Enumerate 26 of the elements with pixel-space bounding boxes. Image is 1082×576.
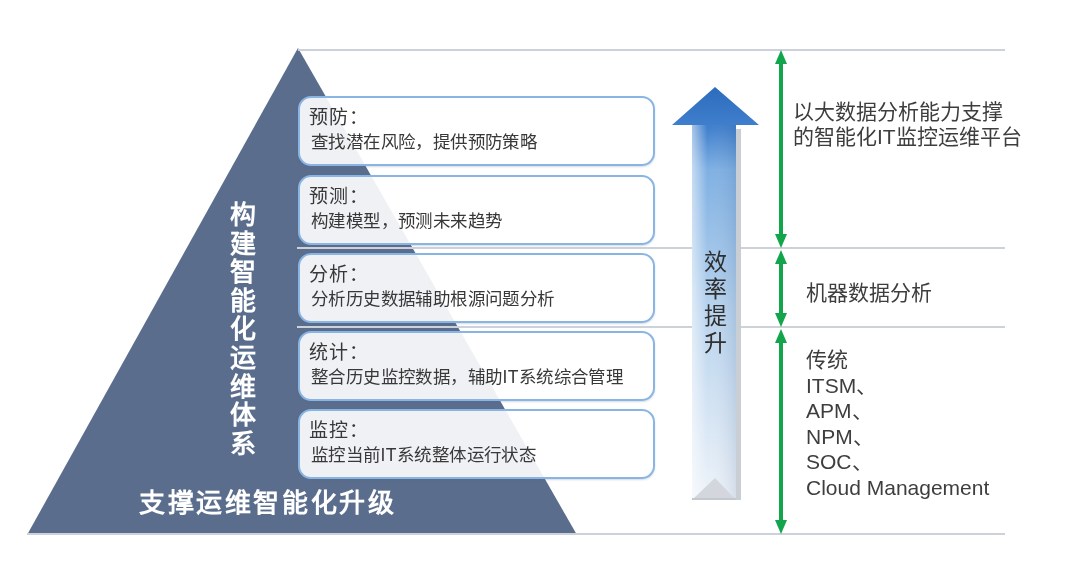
layer-heading: 预防： [309,106,369,130]
side-text: 以大数据分析能力支撑的智能化IT监控运维平台 [793,99,1023,149]
side-text: 机器数据分析 [806,280,932,305]
layer-box [298,331,655,401]
layer-box [298,175,655,245]
layer-description: 查找潜在风险，提供预防策略 [310,131,538,154]
layer-description: 分析历史数据辅助根源问题分析 [310,288,555,311]
layer-heading: 监控： [309,419,369,443]
side-text: 传统 [806,347,848,372]
pyramid-caption: 支撑运维智能化升级 [139,488,397,518]
vertical-heading: 构建智能化运维体系 [229,201,257,459]
layer-box [298,96,655,166]
side-text: SOC、 [806,449,873,475]
side-text: Cloud Management [806,475,990,500]
layer-description: 整合历史监控数据，辅助IT系统综合管理 [310,366,624,389]
layer-box [298,253,655,323]
side-text: ITSM、 [806,372,878,398]
layer-description: 监控当前IT系统整体运行状态 [310,444,537,467]
layer-heading: 预测： [309,185,369,209]
side-text: APM、 [806,398,873,424]
arrow-label: 效率提升 [702,249,728,357]
side-text: NPM、 [806,423,874,449]
layer-description: 构建模型，预测未来趋势 [310,210,503,233]
layer-heading: 分析： [309,263,369,287]
layer-box [298,409,655,479]
layer-heading: 统计： [309,341,369,365]
